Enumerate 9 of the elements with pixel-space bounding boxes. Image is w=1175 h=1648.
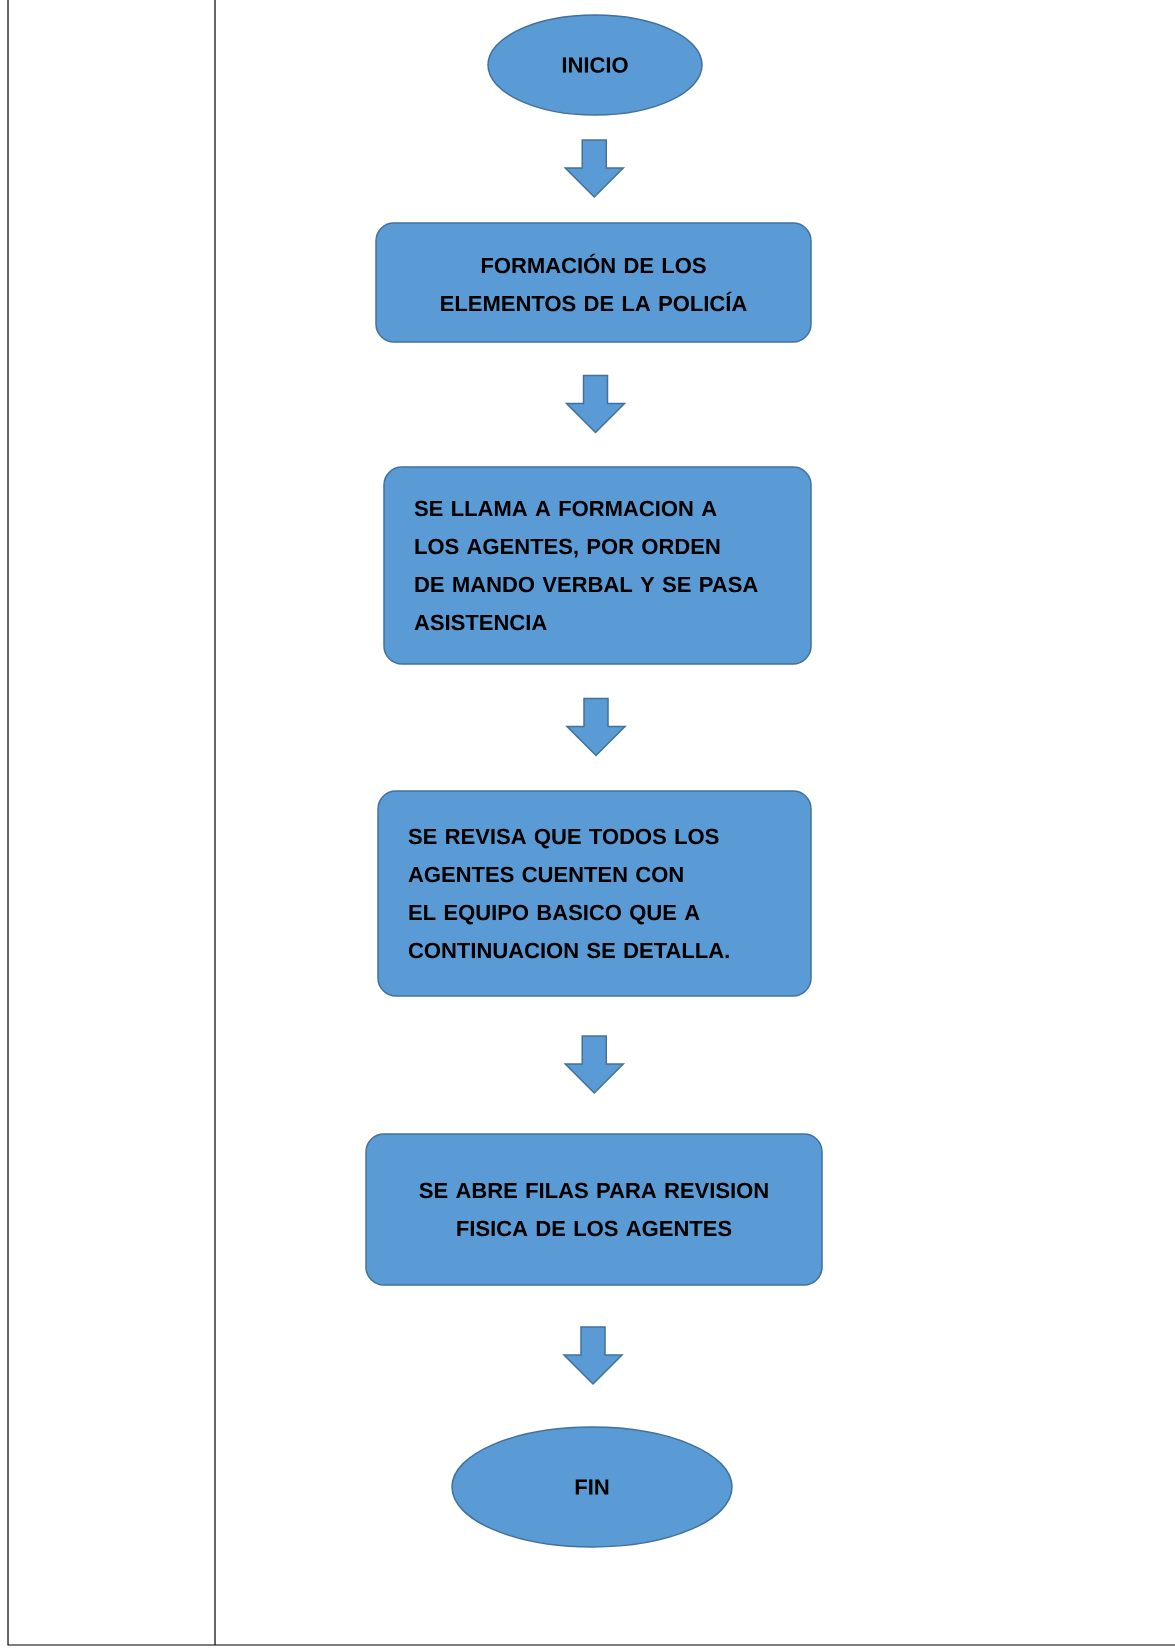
process-box: SE REVISA QUE TODOS LOS AGENTES CUENTEN CON EL EQUIPO BASICO QUE A CONTINUACION SE DETALLA. [377,790,812,997]
process-box: SE ABRE FILAS PARA REVISION FISICA DE LOS AGENTES [365,1133,823,1286]
block-arrow [563,1035,626,1095]
block-arrow [562,1326,624,1386]
block-arrow [563,139,626,199]
process-box: SE LLAMA A FORMACION A LOS AGENTES, POR ORDEN DE MANDO VERBAL Y SE PASA ASISTENCIA [383,466,812,665]
block-arrow [564,374,627,434]
process-box: FORMACIÓN DE LOS ELEMENTOS DE LA POLICÍA [375,222,812,343]
block-arrow [565,697,627,757]
